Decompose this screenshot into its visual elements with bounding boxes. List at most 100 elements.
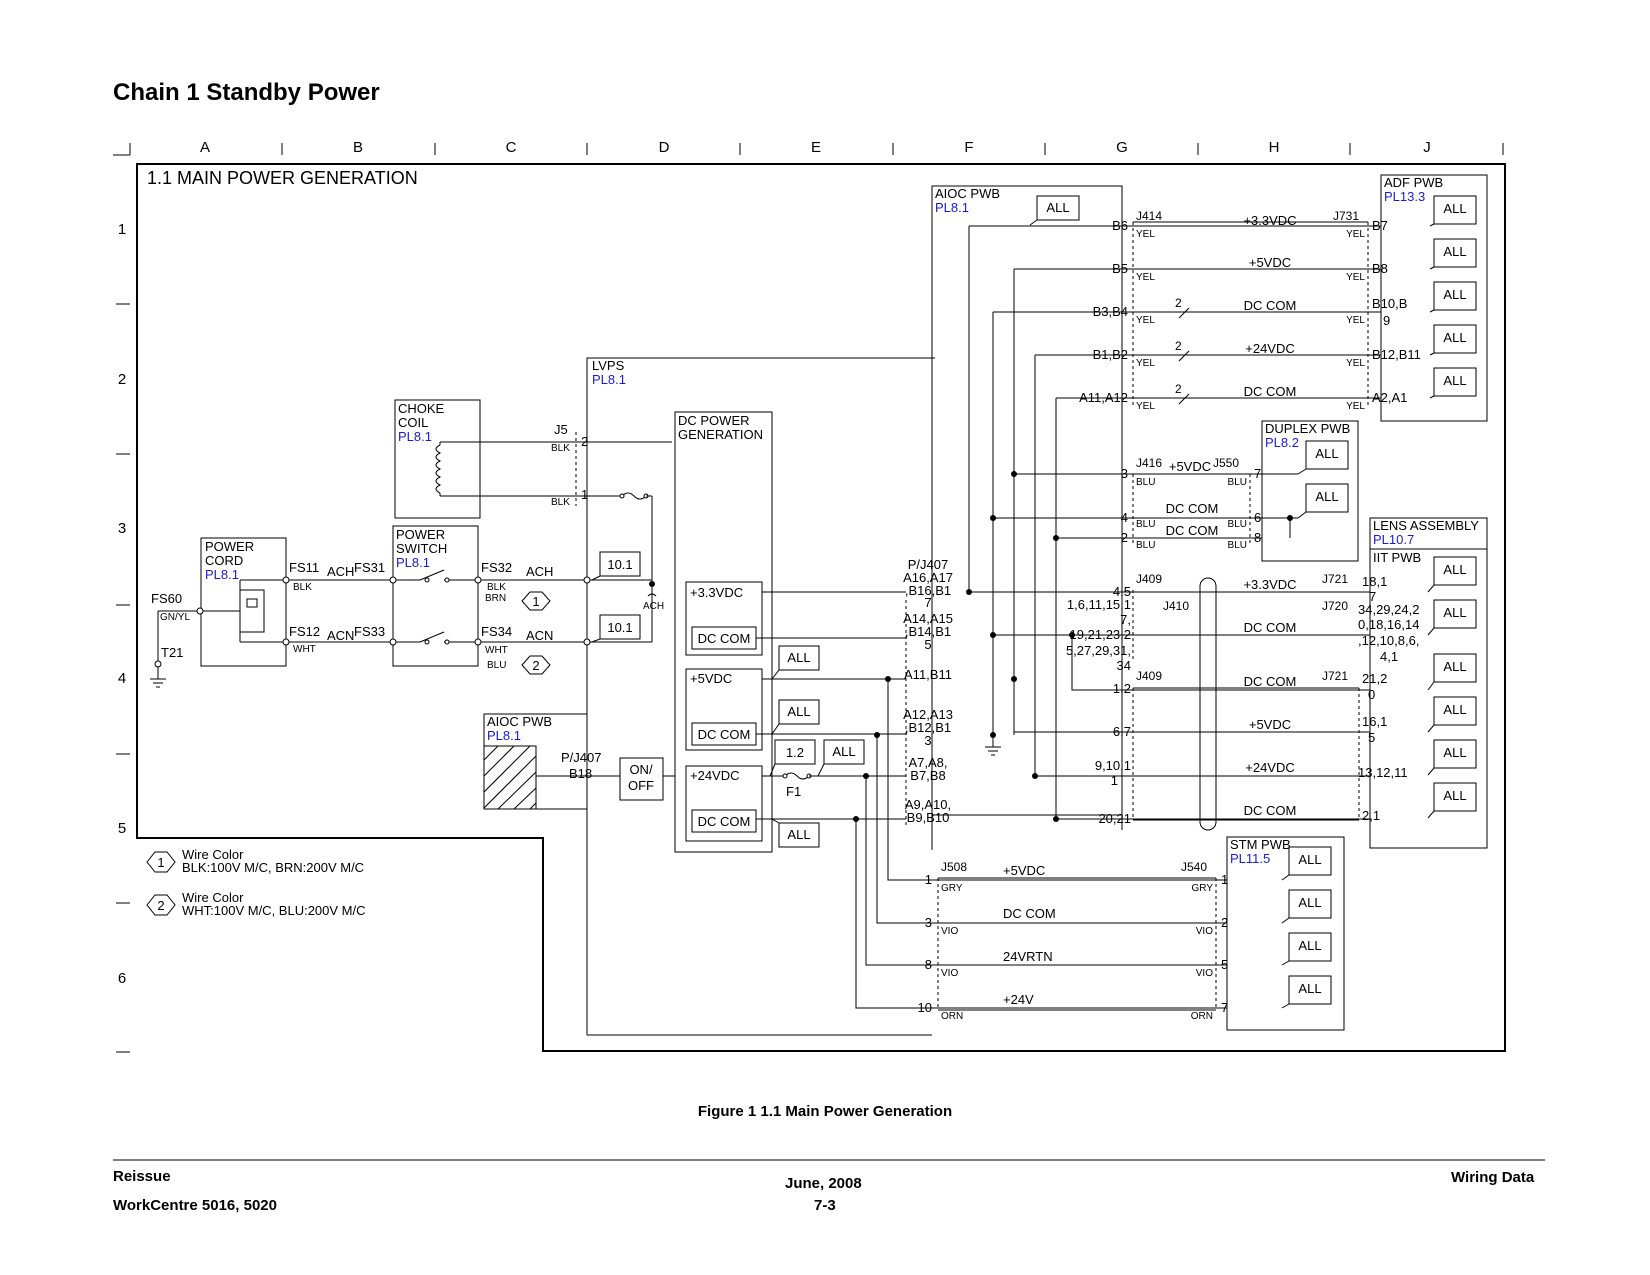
- col-label: F: [964, 139, 973, 156]
- svg-text:1: 1: [1111, 773, 1118, 788]
- svg-text:7,: 7,: [1120, 612, 1131, 627]
- svg-text:ALL: ALL: [1315, 446, 1338, 461]
- svg-text:1,6,11,15,1: 1,6,11,15,1: [1067, 597, 1131, 612]
- svg-text:+24VDC: +24VDC: [690, 768, 740, 783]
- power-cord: POWER CORD PL8.1: [200, 537, 287, 667]
- col-label: B: [353, 139, 363, 156]
- svg-text:B12,B11: B12,B11: [1372, 347, 1421, 362]
- adf-all-tags: ALL ALL ALL ALL ALL: [1429, 195, 1477, 399]
- svg-text:DC COM: DC COM: [698, 814, 751, 829]
- svg-text:A14,A15: A14,A15: [903, 611, 953, 626]
- svg-text:1: 1: [925, 872, 932, 887]
- svg-text:10.1: 10.1: [607, 557, 632, 572]
- svg-text:10.1: 10.1: [607, 620, 632, 635]
- svg-text:1: 1: [157, 855, 164, 870]
- blk-label: BLK: [487, 582, 506, 593]
- footer-date: June, 2008: [785, 1175, 862, 1192]
- svg-text:10: 10: [918, 1000, 932, 1015]
- svg-text:7: 7: [924, 595, 931, 610]
- j5-label: J5: [554, 422, 568, 437]
- ref-tag: 10.1: [591, 551, 641, 581]
- svg-text:+5VDC: +5VDC: [1003, 863, 1045, 878]
- svg-text:YEL: YEL: [1346, 229, 1365, 240]
- col-label: J: [1423, 139, 1431, 156]
- ref-tag: 1.2: [769, 739, 816, 777]
- svg-text:ALL: ALL: [1443, 788, 1466, 803]
- svg-text:+5VDC: +5VDC: [1249, 717, 1291, 732]
- svg-text:PL8.1: PL8.1: [205, 567, 239, 582]
- svg-text:YEL: YEL: [1346, 401, 1365, 412]
- all-tag: ALL: [771, 818, 820, 848]
- svg-text:PL8.1: PL8.1: [487, 728, 521, 743]
- svg-text:A9,A10,: A9,A10,: [905, 797, 951, 812]
- svg-text:+3.3VDC: +3.3VDC: [1243, 213, 1296, 228]
- col-label: G: [1116, 139, 1128, 156]
- svg-text:ALL: ALL: [1298, 852, 1321, 867]
- power-switch: POWER SWITCH PL8.1: [389, 525, 482, 667]
- svg-text:VIO: VIO: [1196, 926, 1213, 937]
- svg-text:DC COM: DC COM: [698, 631, 751, 646]
- svg-text:B7,B8: B7,B8: [910, 768, 945, 783]
- svg-text:J721: J721: [1322, 572, 1348, 586]
- svg-text:16,1: 16,1: [1362, 714, 1387, 729]
- svg-text:+5VDC: +5VDC: [690, 671, 732, 686]
- svg-text:DC COM: DC COM: [698, 727, 751, 742]
- svg-text:BLU: BLU: [1228, 477, 1247, 488]
- svg-text:DC COM: DC COM: [1244, 803, 1297, 818]
- svg-text:1,2: 1,2: [1113, 681, 1131, 696]
- wht-label: WHT: [293, 644, 316, 655]
- row-label: 3: [118, 520, 126, 537]
- svg-text:4,1: 4,1: [1380, 649, 1398, 664]
- svg-text:5: 5: [1221, 957, 1228, 972]
- duplex-harness: 3 4 2 7 6 8 +5VDC DC COM DC COM BLU BLU …: [993, 459, 1293, 551]
- svg-text:B9,B10: B9,B10: [907, 810, 950, 825]
- svg-text:ALL: ALL: [1443, 562, 1466, 577]
- svg-text:ALL: ALL: [1443, 373, 1466, 388]
- svg-text:PL8.1: PL8.1: [398, 429, 432, 444]
- footer-section: Wiring Data: [1451, 1169, 1535, 1186]
- row-label: 5: [118, 820, 126, 837]
- svg-text:ALL: ALL: [787, 704, 810, 719]
- svg-text:2: 2: [1175, 339, 1182, 353]
- svg-text:6,7: 6,7: [1113, 724, 1131, 739]
- svg-text:B10,B: B10,B: [1372, 296, 1407, 311]
- svg-text:WHT:100V M/C, BLU:200V M/C: WHT:100V M/C, BLU:200V M/C: [182, 903, 366, 918]
- svg-text:2,1: 2,1: [1362, 808, 1380, 823]
- svg-text:+24VDC: +24VDC: [1245, 341, 1295, 356]
- svg-text:GRY: GRY: [1192, 883, 1214, 894]
- svg-text:P/J407: P/J407: [908, 557, 948, 572]
- svg-text:DC COM: DC COM: [1003, 906, 1056, 921]
- fs60-label: FS60: [151, 591, 182, 606]
- footer-reissue: Reissue: [113, 1168, 171, 1185]
- svg-text:J410: J410: [1163, 599, 1189, 613]
- adf-harness: 2 2 2 B6 B5 B3,B4 B1,B2 A11,A12 B7 B8 B1…: [969, 213, 1421, 412]
- svg-text:7: 7: [1369, 589, 1376, 604]
- svg-text:PL10.7: PL10.7: [1373, 532, 1414, 547]
- svg-text:J409: J409: [1136, 669, 1162, 683]
- ach-label: ACH: [327, 564, 354, 579]
- svg-text:YEL: YEL: [1136, 229, 1155, 240]
- row-label: 4: [118, 670, 126, 687]
- svg-text:ORN: ORN: [941, 1011, 963, 1022]
- svg-text:SWITCH: SWITCH: [396, 541, 447, 556]
- blk-label: BLK: [551, 443, 570, 454]
- row-label: 1: [118, 221, 126, 238]
- svg-text:5: 5: [924, 637, 931, 652]
- j414-label: J414: [1136, 209, 1162, 223]
- acn-label: ACN: [526, 628, 553, 643]
- aioc-pwb-left: AIOC PWB PL8.1: [483, 713, 587, 810]
- svg-text:2: 2: [1175, 382, 1182, 396]
- svg-text:J409: J409: [1136, 572, 1162, 586]
- col-label: H: [1269, 139, 1280, 156]
- svg-text:+3.3VDC: +3.3VDC: [690, 585, 743, 600]
- svg-text:GENERATION: GENERATION: [678, 427, 763, 442]
- svg-text:STM PWB: STM PWB: [1230, 837, 1291, 852]
- svg-text:PL8.1: PL8.1: [396, 555, 430, 570]
- svg-text:B1,B2: B1,B2: [1093, 347, 1128, 362]
- j731-label: J731: [1333, 209, 1359, 223]
- svg-text:3: 3: [924, 733, 931, 748]
- svg-text:A16,A17: A16,A17: [903, 570, 953, 585]
- svg-text:3: 3: [1121, 466, 1128, 481]
- j416-label: J416: [1136, 456, 1162, 470]
- svg-text:2: 2: [1121, 530, 1128, 545]
